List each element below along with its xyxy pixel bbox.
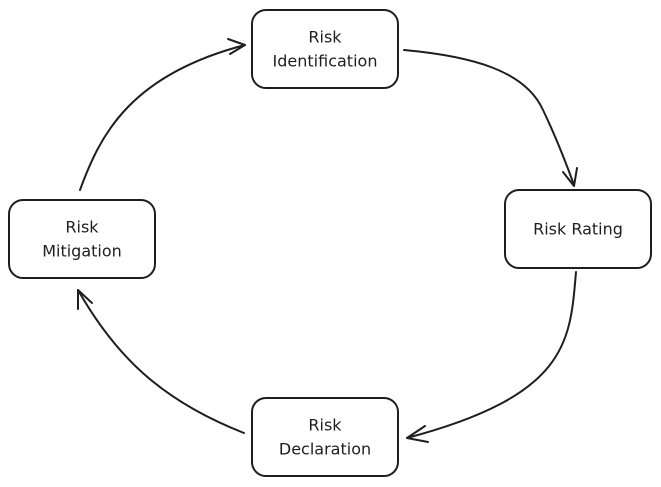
node-risk-declaration: Risk Declaration [251, 397, 399, 477]
node-label-line1: Risk Rating [533, 220, 623, 239]
node-box [504, 189, 652, 269]
arrow-identification-to-rating [403, 49, 578, 187]
node-risk-mitigation: Risk Mitigation [8, 199, 156, 279]
node-risk-identification: Risk Identification [251, 9, 399, 89]
node-label-line1: Risk [308, 416, 342, 435]
arrow-mitigation-to-identification [79, 38, 246, 191]
arrow-declaration-to-mitigation [77, 289, 245, 434]
node-box [8, 199, 156, 279]
node-label-line2: Identification [273, 52, 378, 71]
node-label-line1: Risk [65, 218, 99, 237]
node-label-line2: Declaration [279, 440, 371, 459]
node-label-line1: Risk [308, 28, 342, 47]
node-label-line2: Mitigation [42, 242, 122, 261]
node-box [251, 9, 399, 89]
arrow-rating-to-declaration [406, 271, 577, 443]
node-box [251, 397, 399, 477]
node-risk-rating: Risk Rating [504, 189, 652, 269]
